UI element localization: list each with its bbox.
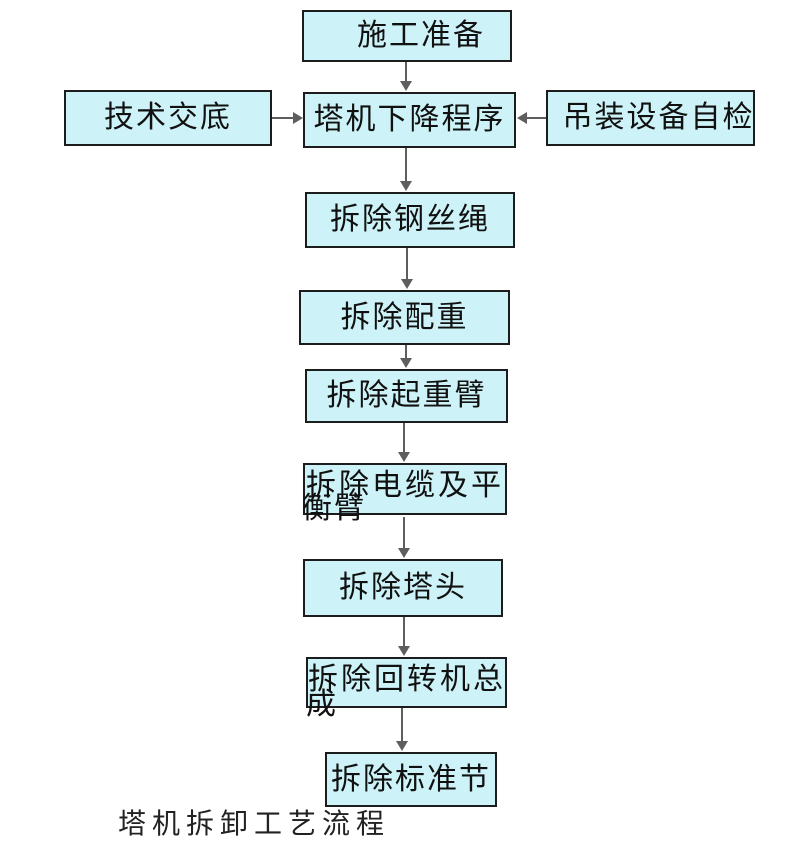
- flow-box-selfcheck: 吊装设备自检: [546, 90, 755, 146]
- flow-box-tech: 技术交底: [64, 90, 272, 146]
- flow-box-slewing-line1: 拆除回转机总: [308, 663, 506, 696]
- flow-box-slewing-line2: 成: [306, 688, 338, 721]
- flow-box-wire: 拆除钢丝绳: [305, 192, 515, 248]
- flow-box-prep: 施工准备: [302, 10, 512, 62]
- flow-box-cable: 拆除电缆及平 衡臂: [302, 463, 507, 524]
- flow-box-lower: 塔机下降程序: [303, 92, 516, 148]
- bottom-caption-partial: 塔机拆卸工艺流程: [118, 808, 391, 839]
- flow-box-cable-line2: 衡臂: [302, 492, 366, 525]
- flow-box-slewing: 拆除回转机总 成: [306, 657, 507, 720]
- flow-box-towerhead: 拆除塔头: [303, 559, 503, 617]
- flow-box-cable-line1: 拆除电缆及平: [306, 469, 504, 502]
- flowchart-canvas: 施工准备 技术交底 塔机下降程序 吊装设备自检 拆除钢丝绳 拆除配重 拆除起重臂…: [64, 10, 755, 839]
- flow-box-counterweight: 拆除配重: [299, 290, 510, 345]
- flow-box-standard: 拆除标准节: [325, 752, 497, 807]
- flow-box-jib: 拆除起重臂: [305, 369, 508, 423]
